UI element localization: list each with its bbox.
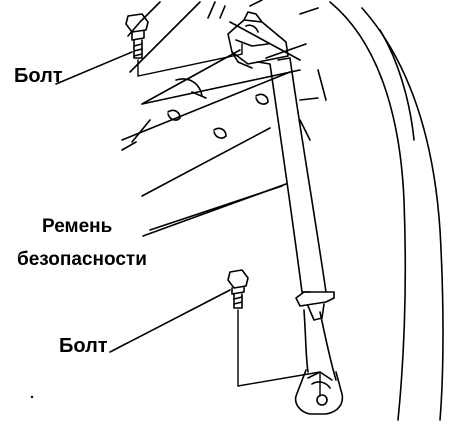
leader-belt	[142, 183, 287, 237]
leader-bolt-bottom	[109, 289, 231, 353]
stray-dot	[30, 395, 34, 399]
label-bolt-bottom: Болт	[59, 335, 108, 357]
pillar-panel	[121, 0, 327, 231]
label-seat-belt-line1: Ремень	[42, 216, 113, 237]
label-bolt-top: Болт	[14, 65, 63, 87]
bolt-bottom-alignment	[237, 309, 321, 397]
seat-belt-webbing	[257, 57, 337, 381]
bolt-top-alignment	[137, 43, 243, 77]
label-seat-belt-line2: безопасности	[17, 249, 147, 270]
top-bolt-icon	[125, 13, 149, 59]
door-frame	[329, 1, 444, 421]
leader-bolt-top	[55, 51, 133, 85]
bottom-bolt-icon	[227, 269, 249, 309]
